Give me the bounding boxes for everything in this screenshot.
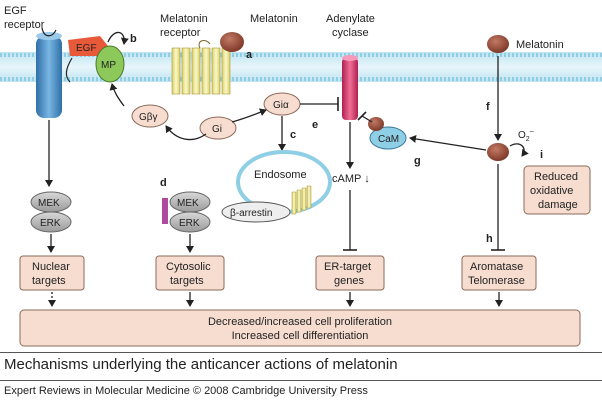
outcome-label-1: Decreased/increased cell proliferation <box>208 316 392 328</box>
melatonin-right-label: Melatonin <box>516 39 564 51</box>
egf-receptor-pointer <box>41 27 57 37</box>
egf-curve <box>65 57 73 83</box>
nuclear-targets-box <box>19 255 85 291</box>
cam-complex: CaM <box>368 117 407 150</box>
gby-label: Gβγ <box>139 112 158 123</box>
egf-receptor-label-1: EGF <box>4 5 27 17</box>
endosome-label: Endosome <box>254 169 307 181</box>
mek1-label: MEK <box>38 198 60 209</box>
mek-erk-1: MEK ERK <box>30 191 72 233</box>
melatonin-receptor-label-2: receptor <box>160 27 201 39</box>
h-label: h <box>486 233 493 245</box>
gby-to-mp-arrow <box>109 83 125 107</box>
outcome-label-2: Increased cell differentiation <box>232 330 369 342</box>
g-i: Gi <box>199 116 237 140</box>
g-beta-gamma: Gβγ <box>131 104 169 128</box>
mp-label: MP <box>101 60 116 71</box>
a-label: a <box>246 49 253 61</box>
cam-label: CaM <box>378 134 399 145</box>
o2-label: O2– <box>518 128 534 143</box>
melatonin-receptor <box>171 40 231 95</box>
nuclear-label-1: Nuclear <box>32 261 70 273</box>
erk2-label: ERK <box>179 218 200 229</box>
cytosolic-targets-box <box>155 255 225 291</box>
d-receptor-stub <box>162 198 168 224</box>
reduced-label-1: Reduced <box>534 171 578 183</box>
er-label-1: ER-target <box>324 261 371 273</box>
o2-arrow <box>509 143 529 157</box>
er-label-2: genes <box>334 275 364 287</box>
cytosolic-label-1: Cytosolic <box>166 261 211 273</box>
egf-receptor <box>36 32 62 118</box>
caption-bottom-rule <box>0 380 602 381</box>
melatonin-to-cam-arrow <box>409 134 487 151</box>
cam-inhibit-line <box>361 115 373 123</box>
cam-inhibit-bar <box>357 111 367 121</box>
melatonin-molecule-top <box>220 32 244 52</box>
egf-label: EGF <box>76 43 97 54</box>
outcome-box <box>19 309 581 347</box>
i-label: i <box>540 149 543 161</box>
aromatase-label-1: Aromatase <box>470 261 523 273</box>
reduced-label-2: oxidative <box>530 185 573 197</box>
egf-receptor-label-2: receptor <box>4 19 45 31</box>
er-target-box <box>315 255 385 291</box>
figure-caption: Mechanisms underlying the anticancer act… <box>4 356 398 373</box>
cell-membrane <box>0 52 602 82</box>
aromatase-label-2: Telomerase <box>468 275 525 287</box>
d-label: d <box>160 177 167 189</box>
aromatase-box <box>461 255 537 291</box>
cytosolic-label-2: targets <box>170 275 204 287</box>
reduced-damage-box <box>523 165 591 215</box>
e-label: e <box>312 119 318 131</box>
beta-arrestin: β-arrestin <box>221 201 291 223</box>
g-label: g <box>414 155 421 167</box>
gi-to-gby-arrow <box>165 125 207 141</box>
melatonin-receptor-label-1: Melatonin <box>160 13 208 25</box>
adenylate-cyclase <box>342 55 358 120</box>
barrestin-label: β-arrestin <box>230 208 272 219</box>
mek-erk-2: MEK ERK <box>169 191 211 233</box>
mek2-label: MEK <box>177 198 199 209</box>
camp-label: cAMP ↓ <box>332 173 370 185</box>
c-label: c <box>290 129 296 141</box>
gia-label: Giα <box>273 100 289 111</box>
gi-label: Gi <box>212 124 222 135</box>
b-label: b <box>130 33 137 45</box>
figure-credit: Expert Reviews in Molecular Medicine © 2… <box>4 385 368 397</box>
reduced-label-3: damage <box>538 199 578 211</box>
g-i-alpha: Giα <box>263 92 301 116</box>
caption-top-rule <box>0 352 602 353</box>
adenylate-label-2: cyclase <box>332 27 369 39</box>
melatonin-molecule-mid <box>487 143 509 161</box>
melatonin-molecule-right <box>487 35 509 53</box>
b-arrow <box>107 31 129 45</box>
mp-protein: MP <box>95 45 125 83</box>
f-label: f <box>486 101 490 113</box>
nuclear-label-2: targets <box>32 275 66 287</box>
erk1-label: ERK <box>40 218 61 229</box>
melatonin-top-label: Melatonin <box>250 13 298 25</box>
gi-to-gia-arrow <box>231 108 267 123</box>
adenylate-label-1: Adenylate <box>326 13 375 25</box>
egf-ligand: EGF <box>68 36 108 56</box>
